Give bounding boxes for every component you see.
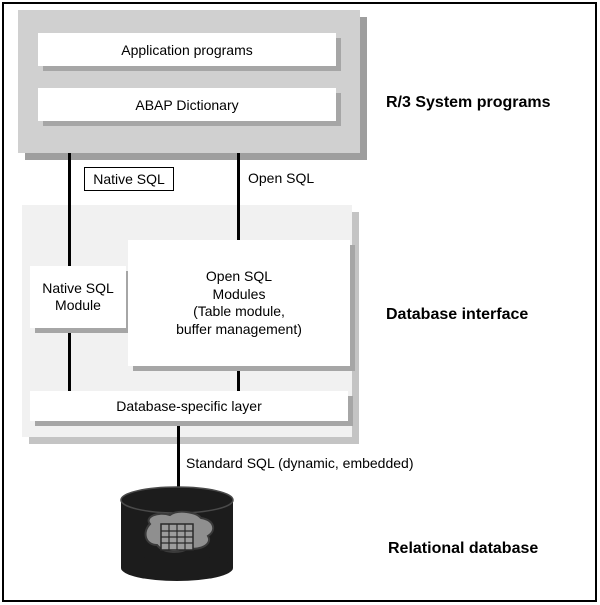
table-grid-icon <box>160 523 194 551</box>
database-specific-layer-label: Database-specific layer <box>116 398 262 414</box>
database-specific-layer-box: Database-specific layer <box>30 391 348 421</box>
native-sql-edge-label: Native SQL <box>84 167 174 191</box>
standard-sql-edge-label: Standard SQL (dynamic, embedded) <box>186 455 414 471</box>
native-sql-module-box: Native SQL Module <box>30 266 126 328</box>
relational-database-section-label: Relational database <box>388 540 539 557</box>
application-programs-box: Application programs <box>38 33 336 66</box>
database-cylinder-icon <box>118 486 236 584</box>
abap-dictionary-box: ABAP Dictionary <box>38 88 336 121</box>
open-sql-modules-label: Open SQL Modules (Table module, buffer m… <box>176 268 302 337</box>
open-sql-modules-box: Open SQL Modules (Table module, buffer m… <box>128 240 350 366</box>
open-sql-line-upper <box>237 153 240 243</box>
open-sql-edge-label: Open SQL <box>248 170 315 186</box>
native-sql-module-label: Native SQL Module <box>42 279 114 314</box>
standard-sql-line <box>177 421 180 488</box>
r3-system-programs-section-label: R/3 System programs <box>386 94 551 111</box>
application-programs-label: Application programs <box>121 41 253 58</box>
database-interface-section-label: Database interface <box>386 306 529 323</box>
r3-system-programs-container <box>18 10 360 153</box>
abap-dictionary-label: ABAP Dictionary <box>135 96 239 113</box>
open-sql-line-lower <box>237 366 240 393</box>
